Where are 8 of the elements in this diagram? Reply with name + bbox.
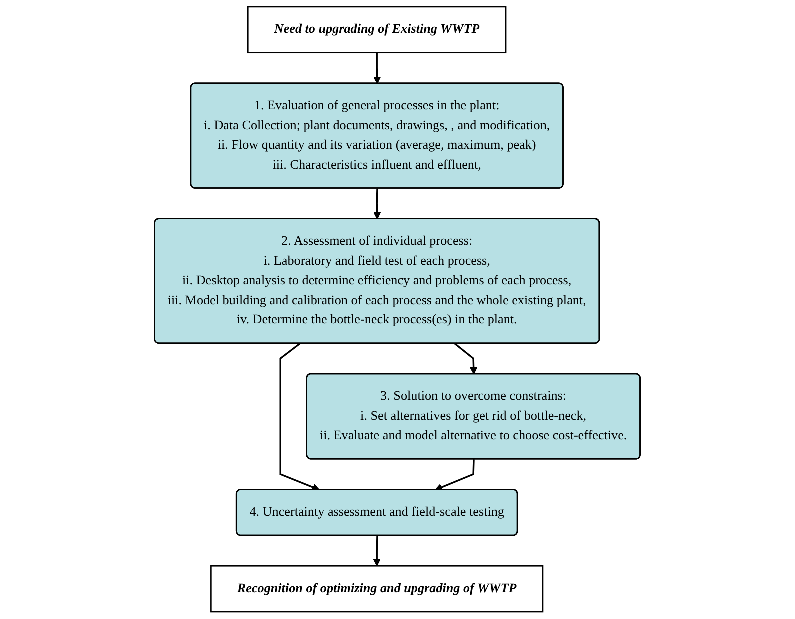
node-box: Recognition of optimizing and upgrading of WWTP — [210, 566, 544, 613]
arrow — [280, 343, 320, 492]
arrow — [435, 460, 475, 492]
arrow — [454, 343, 478, 375]
node-box: Need to upgrading of Existing WWTP — [248, 6, 507, 54]
arrow — [373, 536, 381, 566]
arrow — [374, 188, 382, 220]
arrow — [374, 52, 382, 84]
